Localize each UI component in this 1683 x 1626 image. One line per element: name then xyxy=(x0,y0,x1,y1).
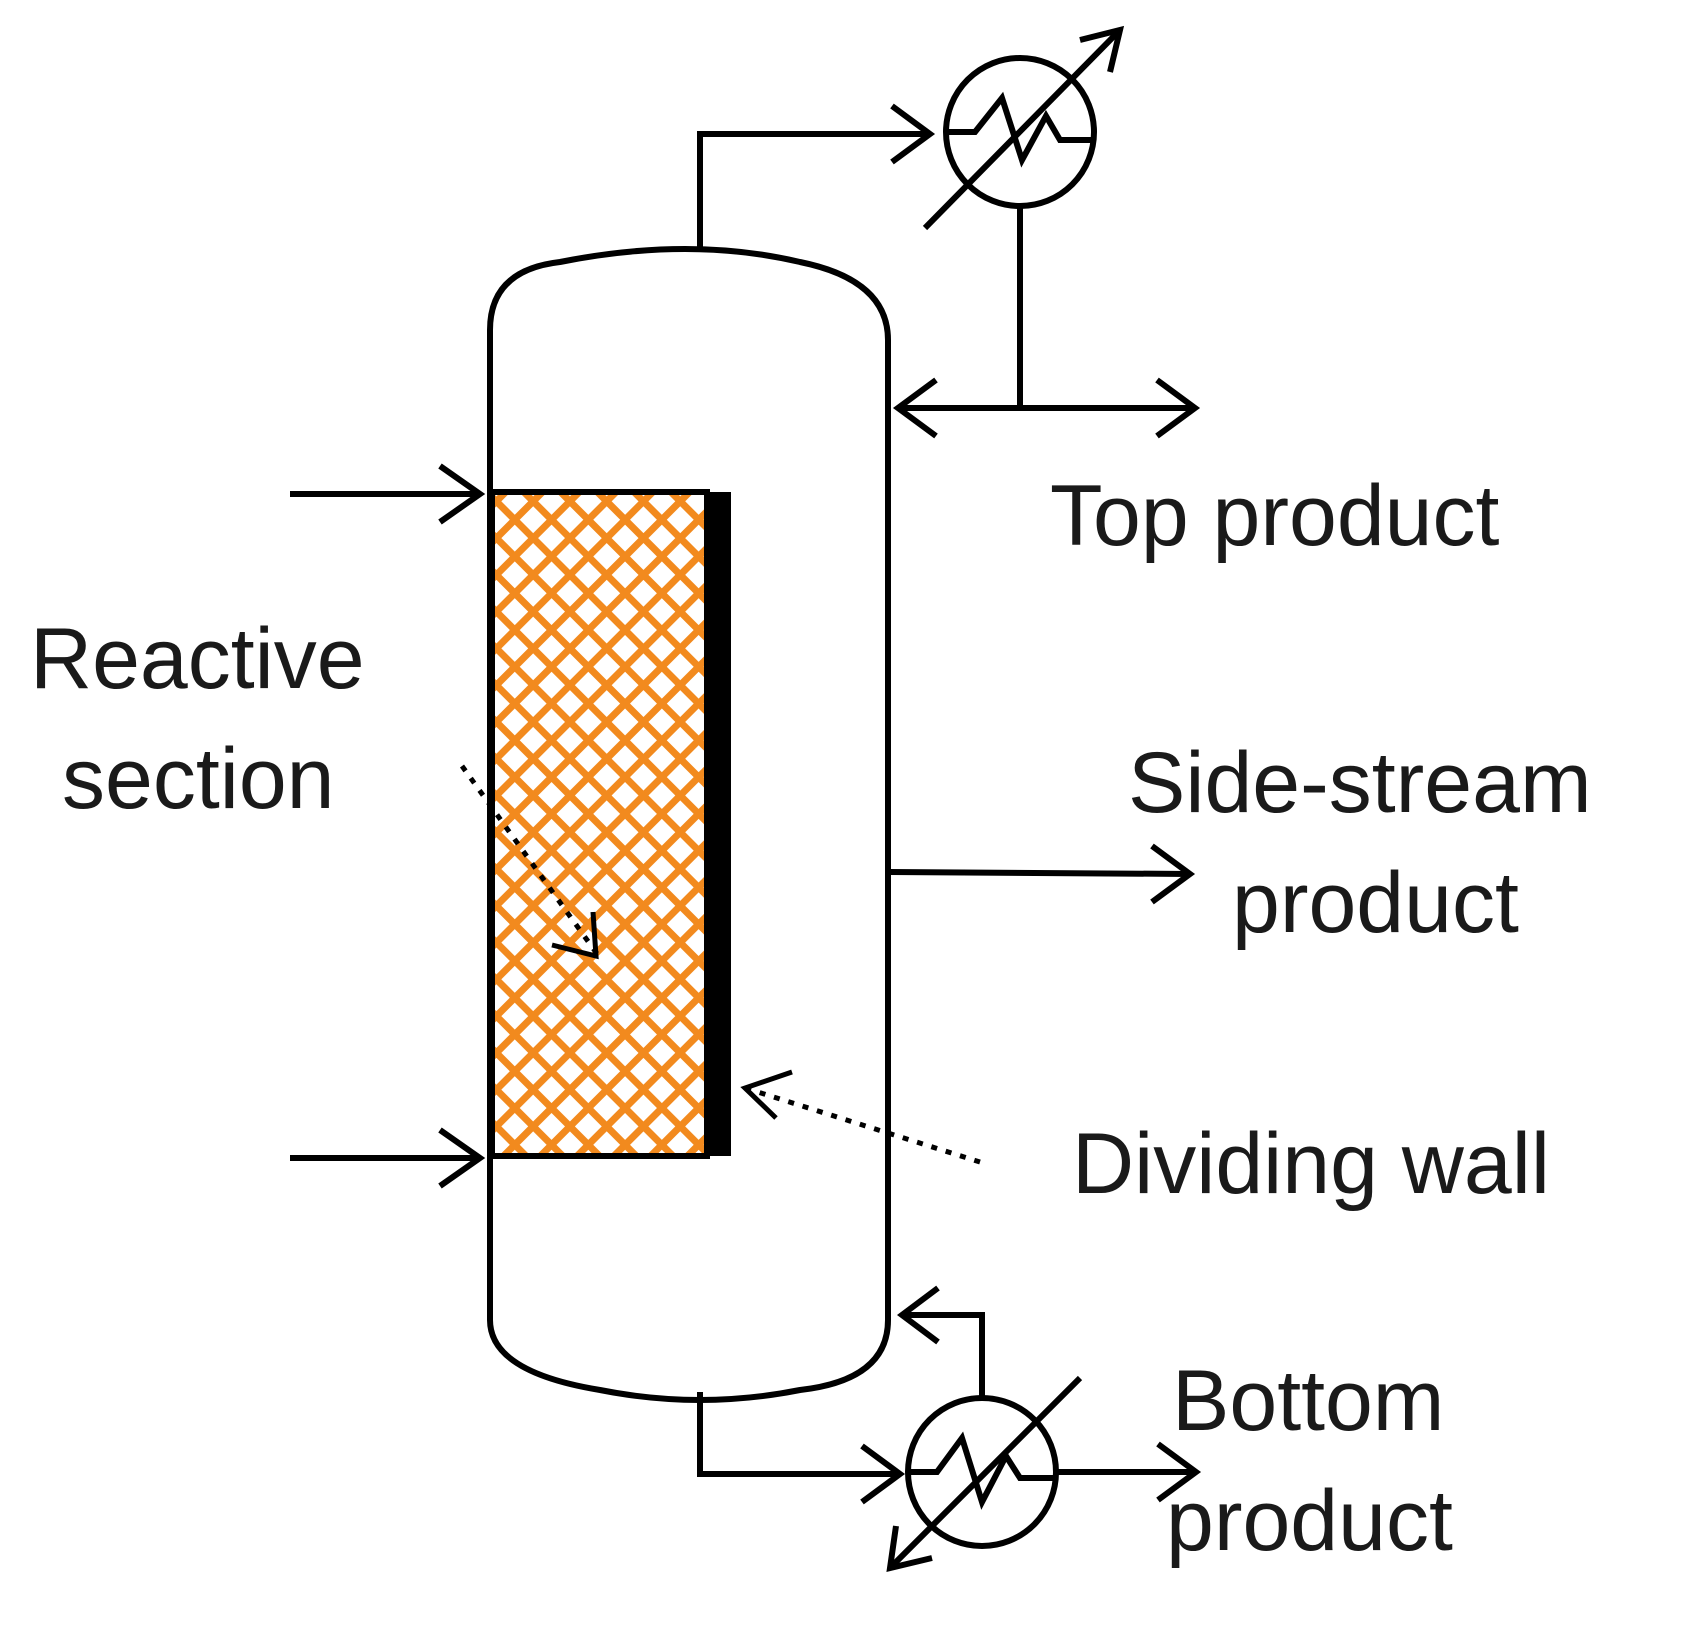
feed-arrow-upper xyxy=(290,463,486,525)
reactive-packing xyxy=(489,489,710,1159)
dividing-wall-bar xyxy=(705,492,731,1156)
label-reactive-section-line1: Reactive xyxy=(30,611,365,707)
label-reactive-section-line2: section xyxy=(62,731,335,827)
reboiler-icon xyxy=(886,1375,1083,1572)
condenser-icon xyxy=(922,25,1125,231)
bottom-product-arrow xyxy=(1056,1441,1202,1503)
column-vessel xyxy=(487,246,891,1403)
reboiler-vapor-return xyxy=(897,1285,985,1398)
bottom-liquid-line xyxy=(697,1392,906,1505)
side-stream-arrow xyxy=(889,843,1196,905)
label-bottom-product-line1: Bottom xyxy=(1172,1353,1444,1449)
label-side-stream-line2: product xyxy=(1232,855,1519,951)
reactive-section-pointer xyxy=(459,764,603,960)
dividing-wall-pointer xyxy=(740,1069,981,1165)
label-side-stream-line1: Side-stream xyxy=(1128,735,1592,831)
overhead-vapor-line xyxy=(697,103,936,248)
label-bottom-product-line2: product xyxy=(1166,1473,1453,1569)
label-top-product: Top product xyxy=(1050,468,1500,564)
reflux-and-top-product-line xyxy=(892,206,1201,439)
feed-arrow-lower xyxy=(290,1127,486,1189)
label-dividing-wall: Dividing wall xyxy=(1072,1116,1550,1212)
